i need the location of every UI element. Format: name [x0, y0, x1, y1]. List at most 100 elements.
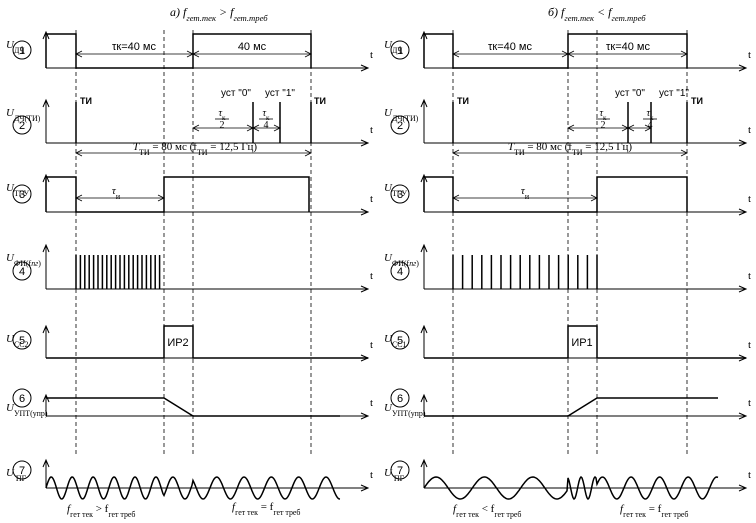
panel-title: б) fгет.тек < fгет.треб [548, 5, 646, 23]
row-number: 6 [397, 393, 403, 405]
row-label: UДЧ(ТИ) [384, 107, 419, 123]
duration-arrow-2-head-l [567, 50, 575, 58]
row-label: UДЧ [6, 39, 25, 55]
row-label: UУПТ(упр) [6, 402, 48, 418]
row-label: U ПГ [384, 467, 405, 483]
quarter-arrow-head-r [273, 124, 281, 132]
tau-quarter-num: τк [262, 108, 270, 122]
ti-label-2: ТИ [691, 96, 703, 106]
signal-upg-wave [45, 476, 341, 500]
time-axis-letter: t [748, 124, 751, 136]
time-axis-letter: t [748, 49, 751, 61]
period-label: TТИ = 80 мс (fТИ = 12,5 Гц) [508, 141, 633, 157]
row-number-circle [12, 40, 32, 60]
signal-upt [424, 397, 718, 417]
duration-label-2: 40 мс [238, 41, 267, 53]
row-number: 5 [19, 335, 25, 347]
row-7: t7U ПГ [6, 458, 373, 492]
set1-label: уст "1" [659, 88, 689, 99]
row-number-circle [12, 460, 32, 480]
tau-half-num: τк [599, 108, 607, 122]
time-axis-arrow [360, 139, 370, 147]
row-label: UТГУ [6, 182, 29, 198]
period-arrow-head-r [680, 149, 688, 157]
row-number: 4 [397, 266, 403, 278]
time-axis-letter: t [370, 193, 373, 205]
row-number: 1 [397, 45, 403, 57]
duration-arrow-2-head-r [304, 50, 312, 58]
tau-i-arrow-head-l [75, 194, 83, 202]
freq-relation-2: fгет тек = fгет треб [232, 501, 300, 517]
period-arrow-head-l [75, 149, 83, 157]
freq-relation-1: fгет тек < fгет треб [453, 503, 521, 519]
time-axis-letter: t [370, 339, 373, 351]
duration-arrow-2-head-r [680, 50, 688, 58]
time-axis-arrow [738, 484, 748, 492]
duration-arrow-2-head-l [192, 50, 200, 58]
set1-label: уст "1" [265, 88, 295, 99]
half-arrow-head-l [192, 124, 200, 132]
time-axis-letter: t [748, 469, 751, 481]
row-number-circle [390, 40, 410, 60]
y-axis-arrow [420, 324, 428, 334]
row-number-circle [12, 261, 32, 281]
time-axis-arrow [738, 64, 748, 72]
time-axis-letter: t [748, 270, 751, 282]
y-axis-arrow [42, 243, 50, 253]
row-number-circle [12, 115, 32, 135]
duration-arrow-1-head-l [452, 50, 460, 58]
period-arrow-head-r [304, 149, 312, 157]
time-axis-letter: t [748, 339, 751, 351]
row-number: 5 [397, 335, 403, 347]
duration-label-1: τк=40 мс [488, 41, 532, 53]
row-number: 7 [19, 465, 25, 477]
tau-i-label: τи [521, 185, 530, 201]
y-axis-arrow [420, 458, 428, 468]
panel-title: а) fгет.тек > fгет.треб [170, 5, 268, 23]
tau-i-arrow-head-l [452, 194, 460, 202]
freq-relation-2: fгет тек = fгет треб [620, 503, 688, 519]
tau-i-label: τи [112, 185, 121, 201]
row-label: UДЧ(ТИ) [6, 107, 41, 123]
tau-half-num: τк [218, 108, 226, 122]
row-number: 7 [397, 465, 403, 477]
tau-half-den: 2 [220, 120, 225, 131]
row-number-circle [390, 261, 410, 281]
time-axis-arrow [738, 208, 748, 216]
y-axis-arrow [42, 458, 50, 468]
row-label: UУПТ(упр) [384, 402, 426, 418]
time-axis-arrow [738, 412, 748, 420]
y-axis-arrow [42, 324, 50, 334]
time-axis-arrow [360, 412, 370, 420]
row-number: 1 [19, 45, 25, 57]
y-axis-arrow [42, 30, 50, 40]
row-number-circle [390, 115, 410, 135]
row-number-circle [390, 184, 410, 204]
row-number-circle [12, 388, 32, 408]
y-axis-arrow [42, 393, 50, 403]
signal-upg-wave [423, 475, 719, 501]
y-axis-arrow [420, 98, 428, 108]
signal-upt [46, 397, 340, 417]
time-axis-letter: t [748, 193, 751, 205]
tau-i-arrow-head-r [157, 194, 165, 202]
row-number-circle [390, 330, 410, 350]
row-label: UТГУ [384, 182, 407, 198]
y-axis-arrow [42, 98, 50, 108]
tau-half-den: 2 [601, 120, 606, 131]
set0-label: уст "0" [221, 88, 251, 99]
row-number: 2 [397, 120, 403, 132]
row-label: UДЧ [384, 39, 403, 55]
time-axis-letter: t [370, 49, 373, 61]
duration-arrow-1-head-l [75, 50, 83, 58]
tau-quarter-den: 4 [264, 120, 269, 131]
tau-i-arrow-head-r [590, 194, 598, 202]
set0-label: уст "0" [615, 88, 645, 99]
